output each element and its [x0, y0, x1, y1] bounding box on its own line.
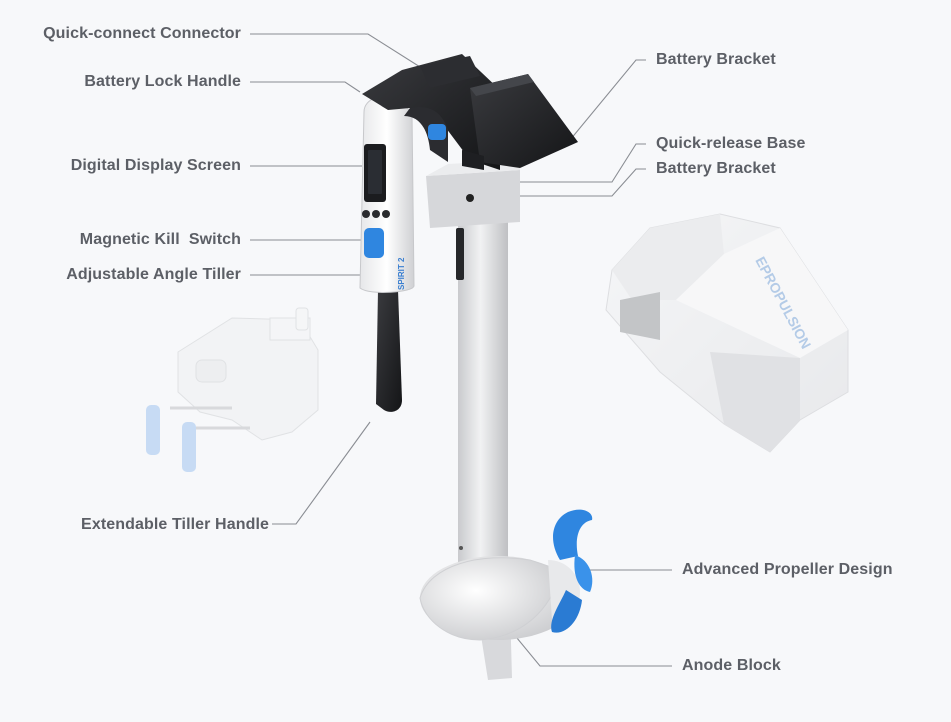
label-adjustable-angle-tiller: Adjustable Angle Tiller — [66, 266, 241, 283]
label-digital-display-screen: Digital Display Screen — [70, 157, 241, 174]
top-housing — [362, 54, 578, 170]
tiller-head: SPIRIT 2 — [359, 96, 415, 293]
tiller-model-text: SPIRIT 2 — [397, 257, 406, 290]
leader-quick-connect — [250, 33, 429, 73]
label-battery-lock-handle: Battery Lock Handle — [84, 73, 241, 90]
label-extendable-tiller-handle: Extendable Tiller Handle — [81, 516, 269, 533]
label-battery-bracket-lower: Battery Bracket — [656, 160, 776, 177]
tiller-grip — [376, 290, 402, 412]
label-quick-release-base: Quick-release Base — [656, 135, 806, 152]
quick-release-base — [426, 160, 520, 228]
leader-lines — [250, 33, 672, 667]
lower-unit — [419, 556, 580, 680]
label-advanced-propeller-design: Advanced Propeller Design — [682, 561, 893, 578]
leader-bracket-lower — [480, 168, 646, 197]
propeller — [551, 509, 593, 633]
label-anode-block: Anode Block — [682, 657, 781, 674]
leader-anode — [511, 631, 672, 667]
label-quick-connect-connector: Quick-connect Connector — [43, 25, 241, 42]
leader-quick-release — [474, 143, 646, 183]
label-battery-bracket-top: Battery Bracket — [656, 51, 776, 68]
leader-bracket-top — [569, 59, 646, 141]
transom-clamp-faded — [146, 307, 319, 472]
label-magnetic-kill-switch: Magnetic Kill Switch — [79, 231, 241, 248]
leader-battery-lock — [250, 81, 361, 93]
motor-shaft — [456, 190, 508, 610]
battery-faded: EPROPULSION — [605, 213, 849, 453]
leader-tiller-handle — [272, 421, 371, 525]
